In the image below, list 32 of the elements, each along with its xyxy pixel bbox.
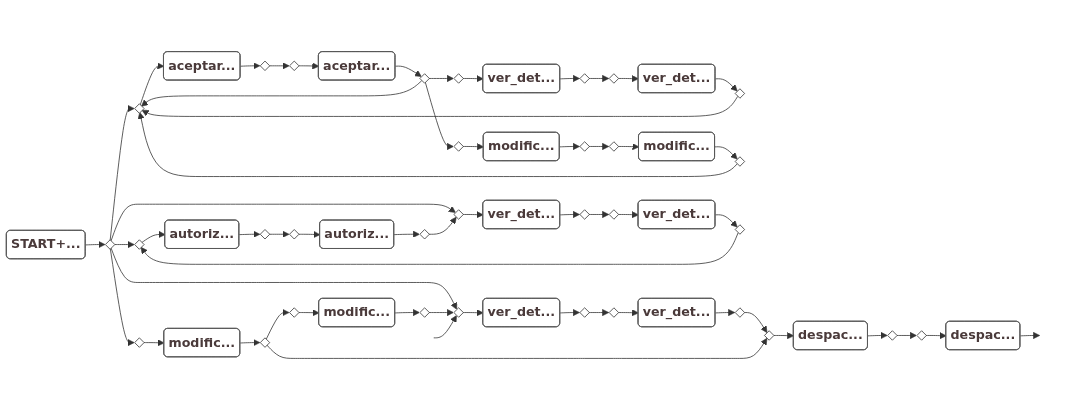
node-diamond: [608, 141, 620, 152]
node-diamond: [579, 307, 590, 318]
node-diamond: [608, 307, 620, 318]
node-diamond: [887, 330, 898, 341]
node-diamond: [419, 73, 430, 84]
node-diamond: [453, 73, 464, 84]
node-diamond: [608, 73, 620, 84]
node-diamond: [259, 337, 271, 348]
node-diamond: [259, 229, 271, 240]
node-diamond: [134, 103, 145, 114]
node-diamond: [289, 307, 300, 318]
node-diamond: [734, 307, 746, 318]
node-diamond: [764, 330, 775, 341]
node-diamond: [734, 156, 746, 167]
node-diamond: [134, 239, 145, 250]
node-diamond: [579, 73, 590, 84]
node-diamond: [259, 60, 271, 71]
node-diamond: [579, 141, 590, 152]
node-diamond: [419, 307, 430, 318]
node-diamond: [134, 337, 145, 348]
node-diamond: [419, 229, 430, 240]
node-diamond: [289, 60, 300, 71]
node-diamond: [734, 88, 746, 99]
node-diamond: [916, 330, 927, 341]
node-diamond: [453, 141, 464, 152]
node-diamond: [104, 239, 116, 250]
node-diamond: [734, 224, 746, 235]
node-diamond: [579, 209, 590, 220]
node-diamond: [453, 307, 464, 318]
node-diamond: [453, 209, 464, 220]
node-diamond: [608, 209, 620, 220]
node-diamond: [289, 229, 300, 240]
